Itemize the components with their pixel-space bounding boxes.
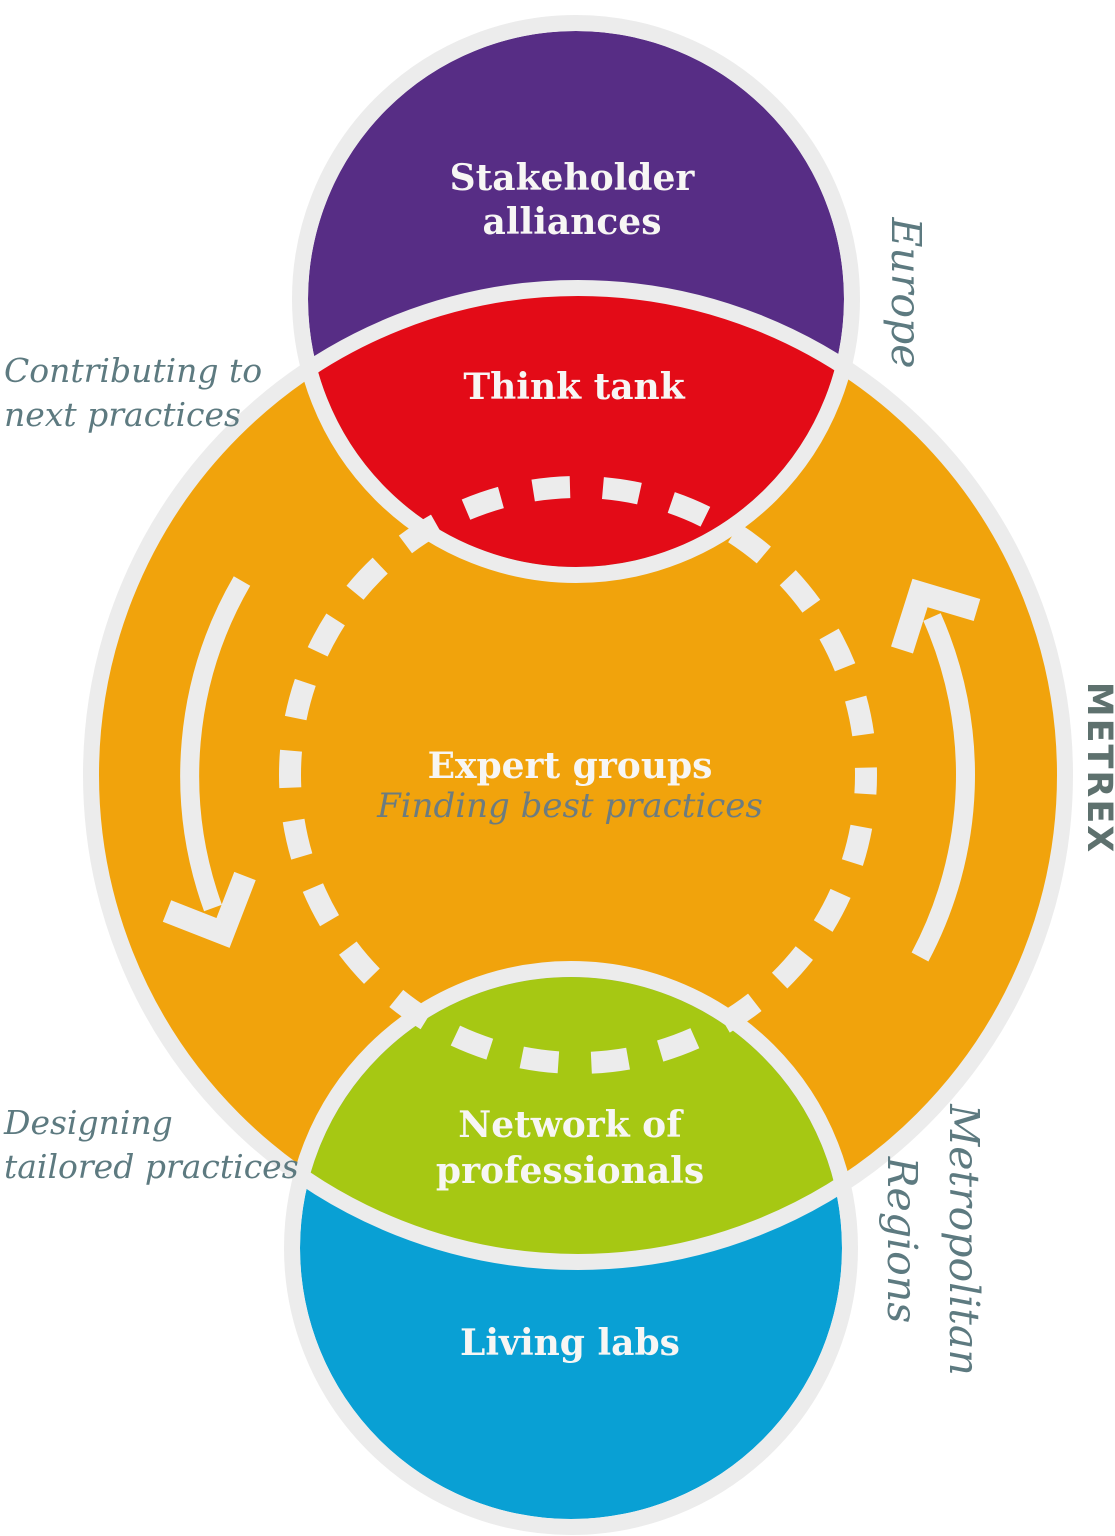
right-arrow-arc [911, 613, 975, 962]
expert-groups-subtitle: Finding best practices [376, 786, 763, 826]
expert-groups-circle [98, 295, 1058, 1255]
think-tank-overlap [308, 295, 844, 567]
network-of-professionals-label-line2: professionals [436, 1150, 704, 1192]
counterclockwise-arrows [162, 576, 981, 962]
living-labs-label: Living labs [460, 1322, 680, 1364]
metropolitan-regions-label-line1: Metropolitan [940, 1103, 988, 1376]
stakeholder-alliances-label-line1: Stakeholder [450, 157, 696, 199]
contributing-annotation-line1: Contributing to [4, 351, 262, 390]
orange-circle-ring [83, 280, 1073, 1270]
think-tank-label: Think tank [463, 366, 685, 408]
metrex-label: METREX [1079, 682, 1115, 854]
right-arrow-head-icon [891, 578, 981, 654]
designing-annotation-line2: tailored practices [4, 1147, 299, 1186]
stakeholder-alliances-label-line2: alliances [483, 201, 662, 243]
europe-label: Europe [882, 216, 930, 368]
top-circle-ring [292, 15, 860, 583]
left-arrow-arc [180, 576, 251, 912]
expert-groups-label: Expert groups [428, 745, 713, 787]
left-arrow-head-icon [162, 871, 256, 948]
contributing-annotation-line2: next practices [4, 395, 241, 434]
bottom-circle-ring [284, 961, 858, 1535]
network-of-professionals-overlap [300, 977, 842, 1255]
designing-annotation-line1: Designing [3, 1103, 173, 1142]
network-of-professionals-label-line1: Network of [458, 1104, 684, 1146]
dashed-cycle-circle [279, 476, 877, 1074]
metropolitan-regions-label-line2: Regions [878, 1156, 926, 1324]
